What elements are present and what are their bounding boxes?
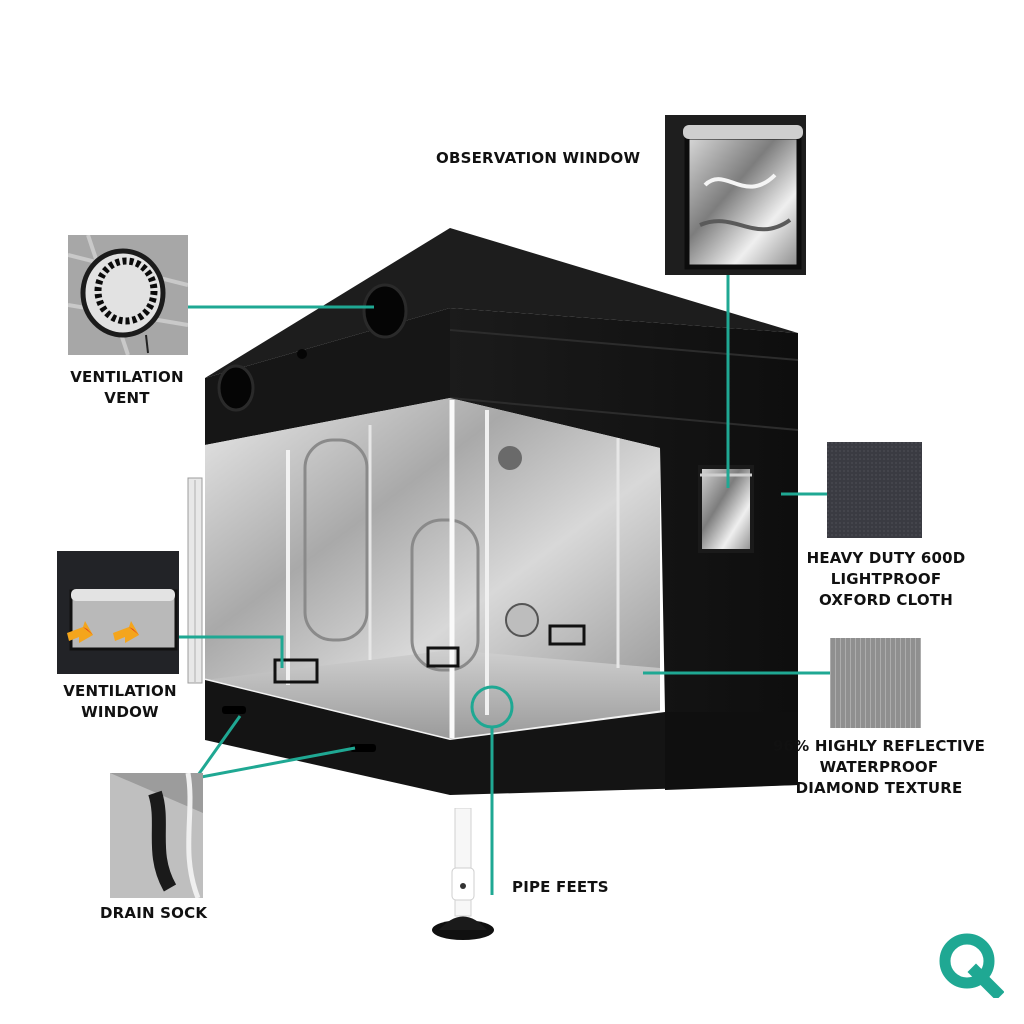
- oxford-cloth-thumbnail: [827, 442, 922, 538]
- q-logo-icon: [939, 933, 1004, 998]
- ventilation-window-thumbnail: [57, 551, 179, 674]
- tent-right-side: [450, 308, 798, 712]
- label-drain-sock: DRAIN SOCK: [100, 904, 208, 922]
- drain-sock-thumbnail: [110, 773, 203, 898]
- observation-window-thumbnail: [665, 115, 806, 275]
- callout-lines: [178, 275, 832, 895]
- label-observation-window: OBSERVATION WINDOW: [436, 149, 641, 167]
- label-ventilation-window: VENTILATION WINDOW: [63, 682, 177, 721]
- tent-base: [205, 680, 798, 795]
- label-ventilation-vent: VENTILATION VENT: [70, 368, 184, 407]
- ventilation-vent-thumbnail: [68, 235, 188, 355]
- label-pipe-feet: PIPE FEETS: [512, 878, 609, 896]
- tent-floor: [205, 650, 660, 740]
- label-oxford-cloth: HEAVY DUTY 600D LIGHTPROOF OXFORD CLOTH: [806, 549, 966, 609]
- tent-front-top-band: [205, 308, 450, 445]
- side-observation-window: [698, 465, 754, 553]
- label-reflective: 96% HIGHLY REFLECTIVE WATERPROOF DIAMOND…: [772, 737, 986, 797]
- tent-roof: [205, 228, 798, 378]
- tent-interior: [205, 398, 660, 740]
- reflective-texture-thumbnail: [830, 638, 921, 728]
- top-vent-2: [217, 364, 255, 412]
- pipe-foot-thumbnail: [432, 808, 494, 940]
- top-vent-1: [362, 283, 408, 339]
